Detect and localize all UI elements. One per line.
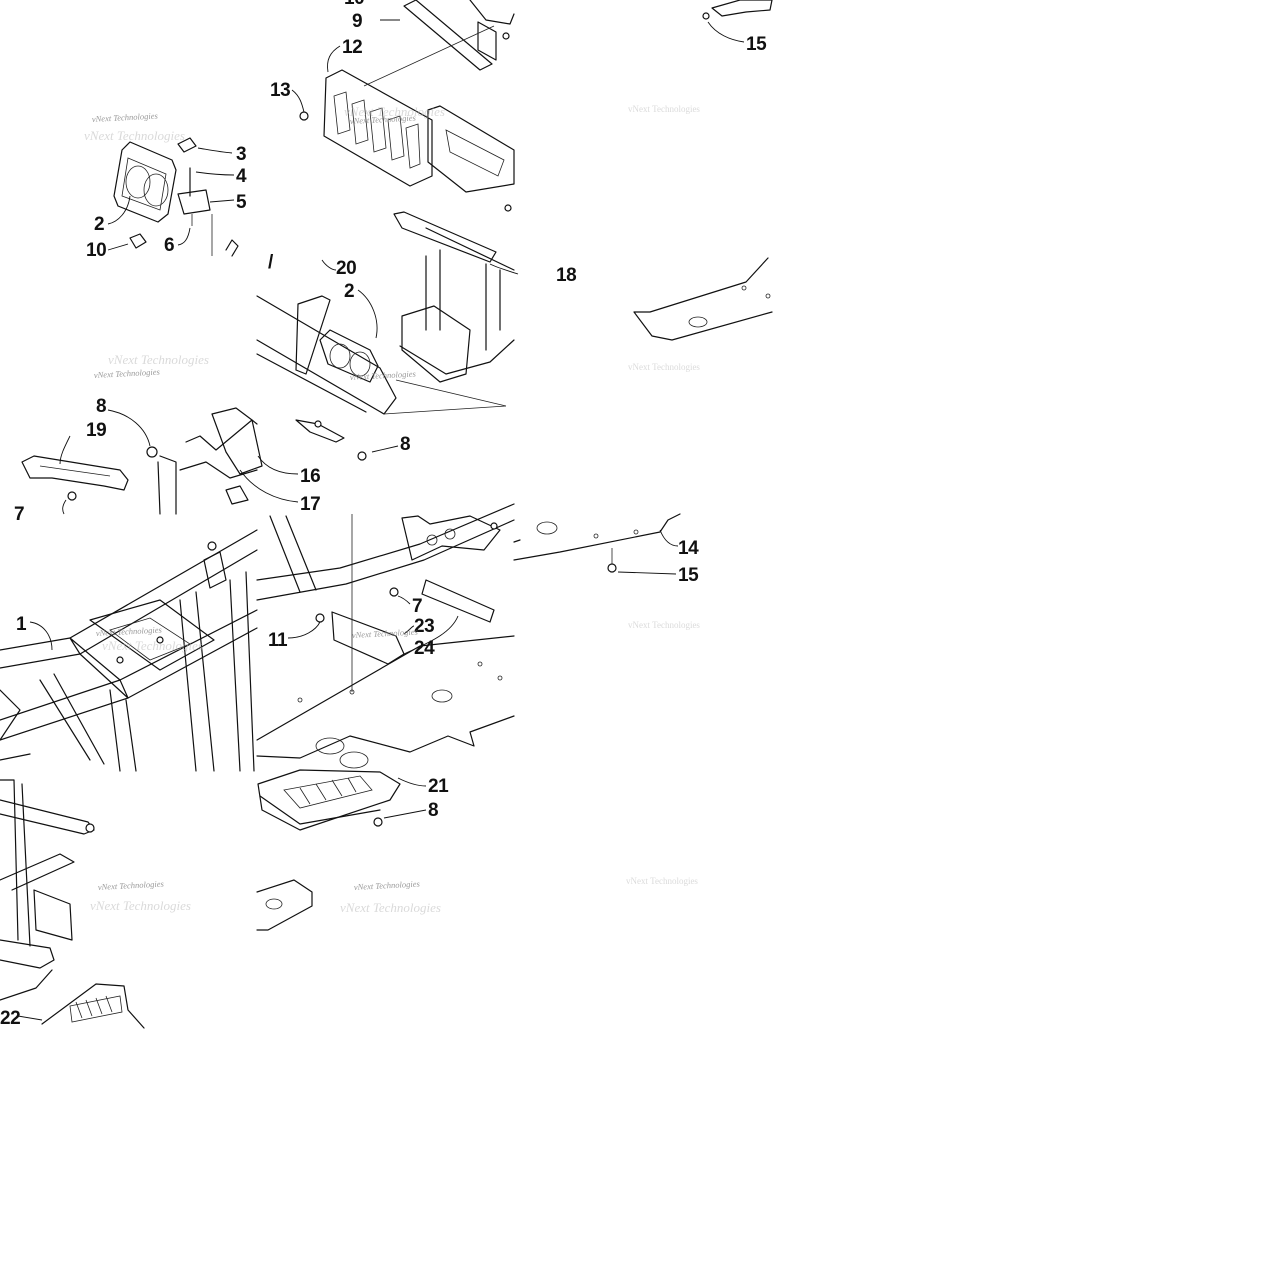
callout-12: 12 <box>342 37 362 58</box>
callout-10: 10 <box>86 240 106 261</box>
watermark-10: vNext Technologies <box>98 879 165 892</box>
callout-15-side: 15 <box>678 565 699 586</box>
front-frame-section <box>256 211 515 461</box>
watermark-7b: vNext Technologies <box>102 638 203 653</box>
callout-7-center: 7 <box>412 596 422 617</box>
watermark-2: vNext Technologies <box>350 113 417 126</box>
callout-8-center: 8 <box>400 434 410 455</box>
callouts-tile5: 20 2 18 8 / vNext Technologies <box>268 252 577 455</box>
callout-20: 20 <box>336 258 356 279</box>
callouts-tile10: 22 vNext Technologies vNext Technologies <box>0 879 191 1029</box>
callout-2-headlight: 2 <box>94 214 104 235</box>
watermark-11: vNext Technologies <box>354 879 421 892</box>
footrest-assembly <box>256 737 401 931</box>
callout-9: 9 <box>352 11 362 32</box>
callouts-tile8: 7 11 23 24 vNext Technologies <box>268 595 459 659</box>
callout-7-left: 7 <box>14 504 24 525</box>
callout-7-fragment: / <box>268 252 274 273</box>
main-frame <box>0 529 258 772</box>
watermark-2b: vNext Technologies <box>344 104 445 119</box>
watermark-8: vNext Technologies <box>352 627 419 640</box>
callout-1: 1 <box>16 614 27 635</box>
callout-23: 23 <box>414 616 434 637</box>
callouts-tile11: 21 8 vNext Technologies vNext Technologi… <box>340 776 450 915</box>
callout-3: 3 <box>236 144 246 165</box>
headlight-assembly <box>113 137 239 257</box>
watermark-1b: vNext Technologies <box>84 128 185 143</box>
watermark-11b: vNext Technologies <box>340 900 441 915</box>
faint-watermark-6: vNext Technologies <box>628 362 700 372</box>
front-grille-assembly <box>299 0 515 212</box>
callouts-16-17: 16 17 <box>239 455 321 515</box>
callout-2-frame: 2 <box>344 281 354 302</box>
callout-8-left: 8 <box>96 396 106 417</box>
watermark-7: vNext Technologies <box>96 625 163 638</box>
faint-watermark-9: vNext Technologies <box>628 620 700 630</box>
watermark-10b: vNext Technologies <box>90 898 191 913</box>
watermark-5: vNext Technologies <box>350 369 417 382</box>
callout-4: 4 <box>236 166 247 187</box>
callout-6: 6 <box>164 235 174 256</box>
callouts-tile2: 9 12 13 vNext Technologies vNext Technol… <box>270 11 445 126</box>
callout-24: 24 <box>414 638 435 659</box>
callout-15-top: 15 <box>746 34 767 55</box>
callout-21: 21 <box>428 776 449 797</box>
front-fender-bracket: 15 vNext Technologies <box>628 0 773 114</box>
front-bumper-bracket <box>21 407 263 515</box>
floor-plate-assembly <box>256 503 515 759</box>
callouts-tile1: 3 4 5 2 6 10 vNext Technologies vNext Te… <box>84 111 248 261</box>
callout-19: 19 <box>86 420 106 441</box>
callouts-tile4: 8 19 7 vNext Technologies vNext Technolo… <box>14 352 209 525</box>
watermark-4: vNext Technologies <box>94 367 161 380</box>
callout-16: 16 <box>300 466 320 487</box>
callout-8-foot: 8 <box>428 800 438 821</box>
callout-17: 17 <box>300 494 320 515</box>
faint-watermark-3: vNext Technologies <box>628 104 700 114</box>
callout-22: 22 <box>0 1008 20 1029</box>
callout-5: 5 <box>236 192 247 213</box>
callout-14: 14 <box>678 538 699 559</box>
faint-watermark-12: vNext Technologies <box>626 876 698 886</box>
rear-frame-section <box>0 779 145 1029</box>
callout-13: 13 <box>270 80 290 101</box>
callout-10-cut: 10 <box>344 0 364 9</box>
callout-11: 11 <box>268 630 288 651</box>
front-skid-plate: vNext Technologies <box>628 257 773 372</box>
side-skid-plate: 14 15 vNext Technologies <box>513 513 700 630</box>
callouts-tile7: 1 vNext Technologies vNext Technologies <box>16 614 203 653</box>
watermark-1: vNext Technologies <box>92 111 159 124</box>
watermark-4b: vNext Technologies <box>108 352 209 367</box>
callout-18: 18 <box>556 265 576 286</box>
